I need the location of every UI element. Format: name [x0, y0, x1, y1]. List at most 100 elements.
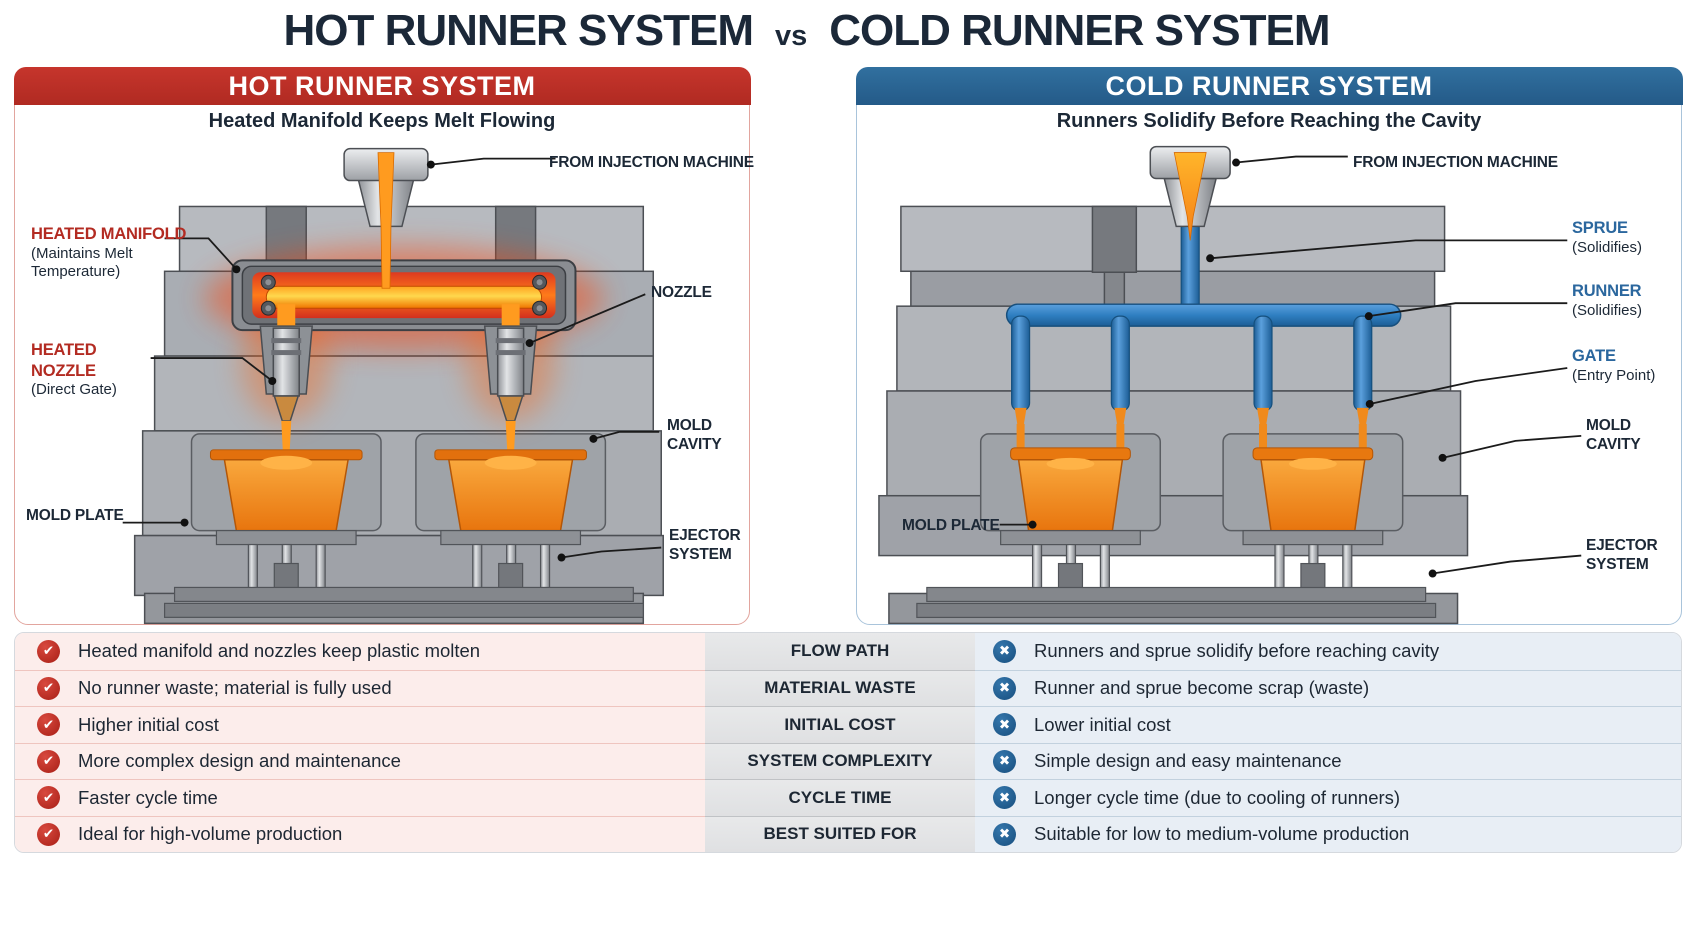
label-heated-manifold: HEATED MANIFOLD (Maintains Melt Temperat… [31, 224, 191, 282]
hot-feature-cell: ✔Faster cycle time [15, 779, 705, 816]
hot-feature-cell: ✔ Heated manifold and nozzles keep plasti… [15, 633, 705, 670]
hot-leader-dots [180, 160, 598, 562]
main-title-cold: COLD RUNNER SYSTEM [829, 6, 1330, 55]
molten-entry-stream [1173, 152, 1207, 241]
hot-feature-cell: ✔ No runner waste; material is fully used [15, 669, 705, 706]
label-ejector-system: EJECTOR SYSTEM [669, 527, 741, 564]
cross-circle-icon: ✖ [993, 822, 1016, 846]
hot-leader-lines [122, 157, 662, 559]
category-label: FLOW PATH [705, 633, 975, 670]
heated-manifold-title: HEATED MANIFOLD [31, 225, 187, 243]
gate-tip [1114, 407, 1127, 426]
table-row: ✔ No runner waste; material is fully used… [15, 669, 1681, 706]
hot-ejector-system [163, 529, 644, 618]
cross-circle-icon: ✖ [993, 749, 1016, 773]
heated-nozzle-sub: (Direct Gate) [31, 381, 117, 399]
category-label: BEST SUITED FOR [705, 815, 975, 852]
label-mold-plate: MOLD PLATE [26, 507, 124, 524]
cross-circle-icon: ✖ [993, 676, 1016, 700]
check-circle-icon: ✔ [37, 786, 60, 810]
cold-feature-cell: ✖ Runner and sprue become scrap (waste) [975, 669, 1681, 706]
label-sprue: SPRUE (Solidifies) [1572, 218, 1642, 257]
cold-feature-cell: ✖ Longer cycle time (due to cooling of ru… [975, 779, 1681, 816]
cold-ejector-system [916, 530, 1437, 619]
sprue-sub: (Solidifies) [1572, 238, 1643, 256]
main-title-hot: HOT RUNNER SYSTEM [283, 6, 754, 55]
cold-feature-text: Runner and sprue become scrap (waste) [1034, 677, 1370, 699]
cold-feature-cell: ✖ Runners and sprue solidify before reach… [975, 633, 1681, 670]
heated-manifold-sub: (Maintains Melt Temperature) [31, 244, 133, 281]
table-row: ✔ Higher initial cost INITIAL COST ✖ Lower… [15, 706, 1681, 743]
cold-panel-subtitle: Runners Solidify Before Reaching the Cav… [1056, 109, 1482, 132]
hot-feature-text: Ideal for high-volume production [78, 823, 343, 845]
label-gate: GATE (Entry Point) [1572, 346, 1655, 385]
gate-tip [1014, 407, 1027, 426]
table-row: ✔Faster cycle time CYCLE TIME ✖Longer cy… [15, 779, 1681, 816]
hot-feature-cell: ✔ Higher initial cost [15, 706, 705, 743]
check-circle-icon: ✔ [37, 713, 60, 737]
hot-feature-cell: ✔ More complex design and maintenance [15, 742, 705, 779]
main-title: HOT RUNNER SYSTEM vs COLD RUNNER SYSTEM [0, 6, 1693, 56]
cold-feature-text: Runners and sprue solidify before reachi… [1034, 640, 1440, 662]
table-row: ✔ More complex design and maintenance SYS… [15, 742, 1681, 779]
cross-circle-icon: ✖ [993, 639, 1016, 663]
cross-circle-icon: ✖ [993, 713, 1016, 737]
hot-feature-text: Higher initial cost [78, 713, 219, 735]
gate-tip [1257, 407, 1269, 426]
sprue-title: SPRUE [1572, 219, 1628, 237]
comparison-table: ✔ Heated manifold and nozzles keep plasti… [14, 632, 1682, 853]
cold-panel-header: COLD RUNNER SYSTEM [855, 66, 1683, 105]
label-ejector-system: EJECTOR SYSTEM [1586, 537, 1658, 574]
main-title-vs: vs [774, 20, 808, 52]
category-label: INITIAL COST [705, 706, 975, 743]
sprue-bushing [343, 147, 429, 289]
label-mold-cavity: MOLD CAVITY [667, 417, 722, 454]
label-mold-cavity: MOLD CAVITY [1586, 417, 1641, 454]
cold-runner-panel: COLD RUNNER SYSTEM Runners Solidify Befo… [855, 66, 1683, 625]
check-circle-icon: ✔ [37, 749, 60, 773]
table-row: ✔ Ideal for high-volume production BEST S… [15, 815, 1681, 852]
check-circle-icon: ✔ [37, 676, 60, 700]
cold-feature-text: Lower initial cost [1034, 713, 1171, 735]
label-mold-plate: MOLD PLATE [902, 517, 1000, 534]
label-runner: RUNNER (Solidifies) [1572, 281, 1642, 320]
cross-circle-icon: ✖ [993, 786, 1016, 810]
cold-feature-text: Suitable for low to medium-volume produc… [1034, 823, 1410, 845]
cold-feature-text: Simple design and easy maintenance [1034, 750, 1342, 772]
gate-title: GATE [1572, 347, 1616, 365]
gate-tip [1356, 407, 1369, 426]
cold-leader-dots [1028, 158, 1447, 578]
label-heated-nozzle: HEATED NOZZLE (Direct Gate) [31, 340, 161, 400]
table-row: ✔ Heated manifold and nozzles keep plasti… [15, 633, 1681, 670]
category-label: SYSTEM COMPLEXITY [705, 742, 975, 779]
runner-title: RUNNER [1572, 282, 1642, 300]
cold-leader-lines [999, 155, 1582, 575]
cold-mold-plates [878, 205, 1469, 625]
label-from-injection-machine: FROM INJECTION MACHINE [1353, 154, 1558, 171]
hot-feature-text: No runner waste; material is fully used [78, 677, 392, 699]
hot-feature-cell: ✔ Ideal for high-volume production [15, 815, 705, 852]
check-circle-icon: ✔ [37, 639, 60, 663]
heated-nozzles [259, 325, 538, 460]
molten-stream [377, 152, 395, 289]
heated-manifold-part [231, 259, 577, 332]
cold-feature-cell: ✖ Simple design and easy maintenance [975, 742, 1681, 779]
gate-sub: (Entry Point) [1572, 366, 1656, 384]
cold-feature-text: Longer cycle time (due to cooling of run… [1034, 786, 1401, 808]
label-nozzle: NOZZLE [651, 284, 712, 301]
hot-feature-text: Heated manifold and nozzles keep plastic… [78, 640, 481, 662]
cold-feature-cell: ✖ Suitable for low to medium-volume produ… [975, 815, 1681, 852]
hot-panel-header: HOT RUNNER SYSTEM [13, 66, 751, 105]
hot-feature-text: More complex design and maintenance [78, 750, 401, 772]
hot-runner-diagram [122, 147, 664, 625]
cold-feature-cell: ✖ Lower initial cost [975, 706, 1681, 743]
sprue-bushing [1149, 145, 1231, 241]
runner-sub: (Solidifies) [1572, 301, 1643, 319]
check-circle-icon: ✔ [37, 822, 60, 846]
category-label: MATERIAL WASTE [705, 669, 975, 706]
hot-panel-subtitle: Heated Manifold Keeps Melt Flowing [208, 109, 556, 132]
cold-runner-diagram [878, 145, 1582, 625]
hot-runner-panel: HOT RUNNER SYSTEM Heated Manifold Keeps … [13, 66, 754, 625]
heated-nozzle-title: HEATED NOZZLE [31, 341, 97, 380]
